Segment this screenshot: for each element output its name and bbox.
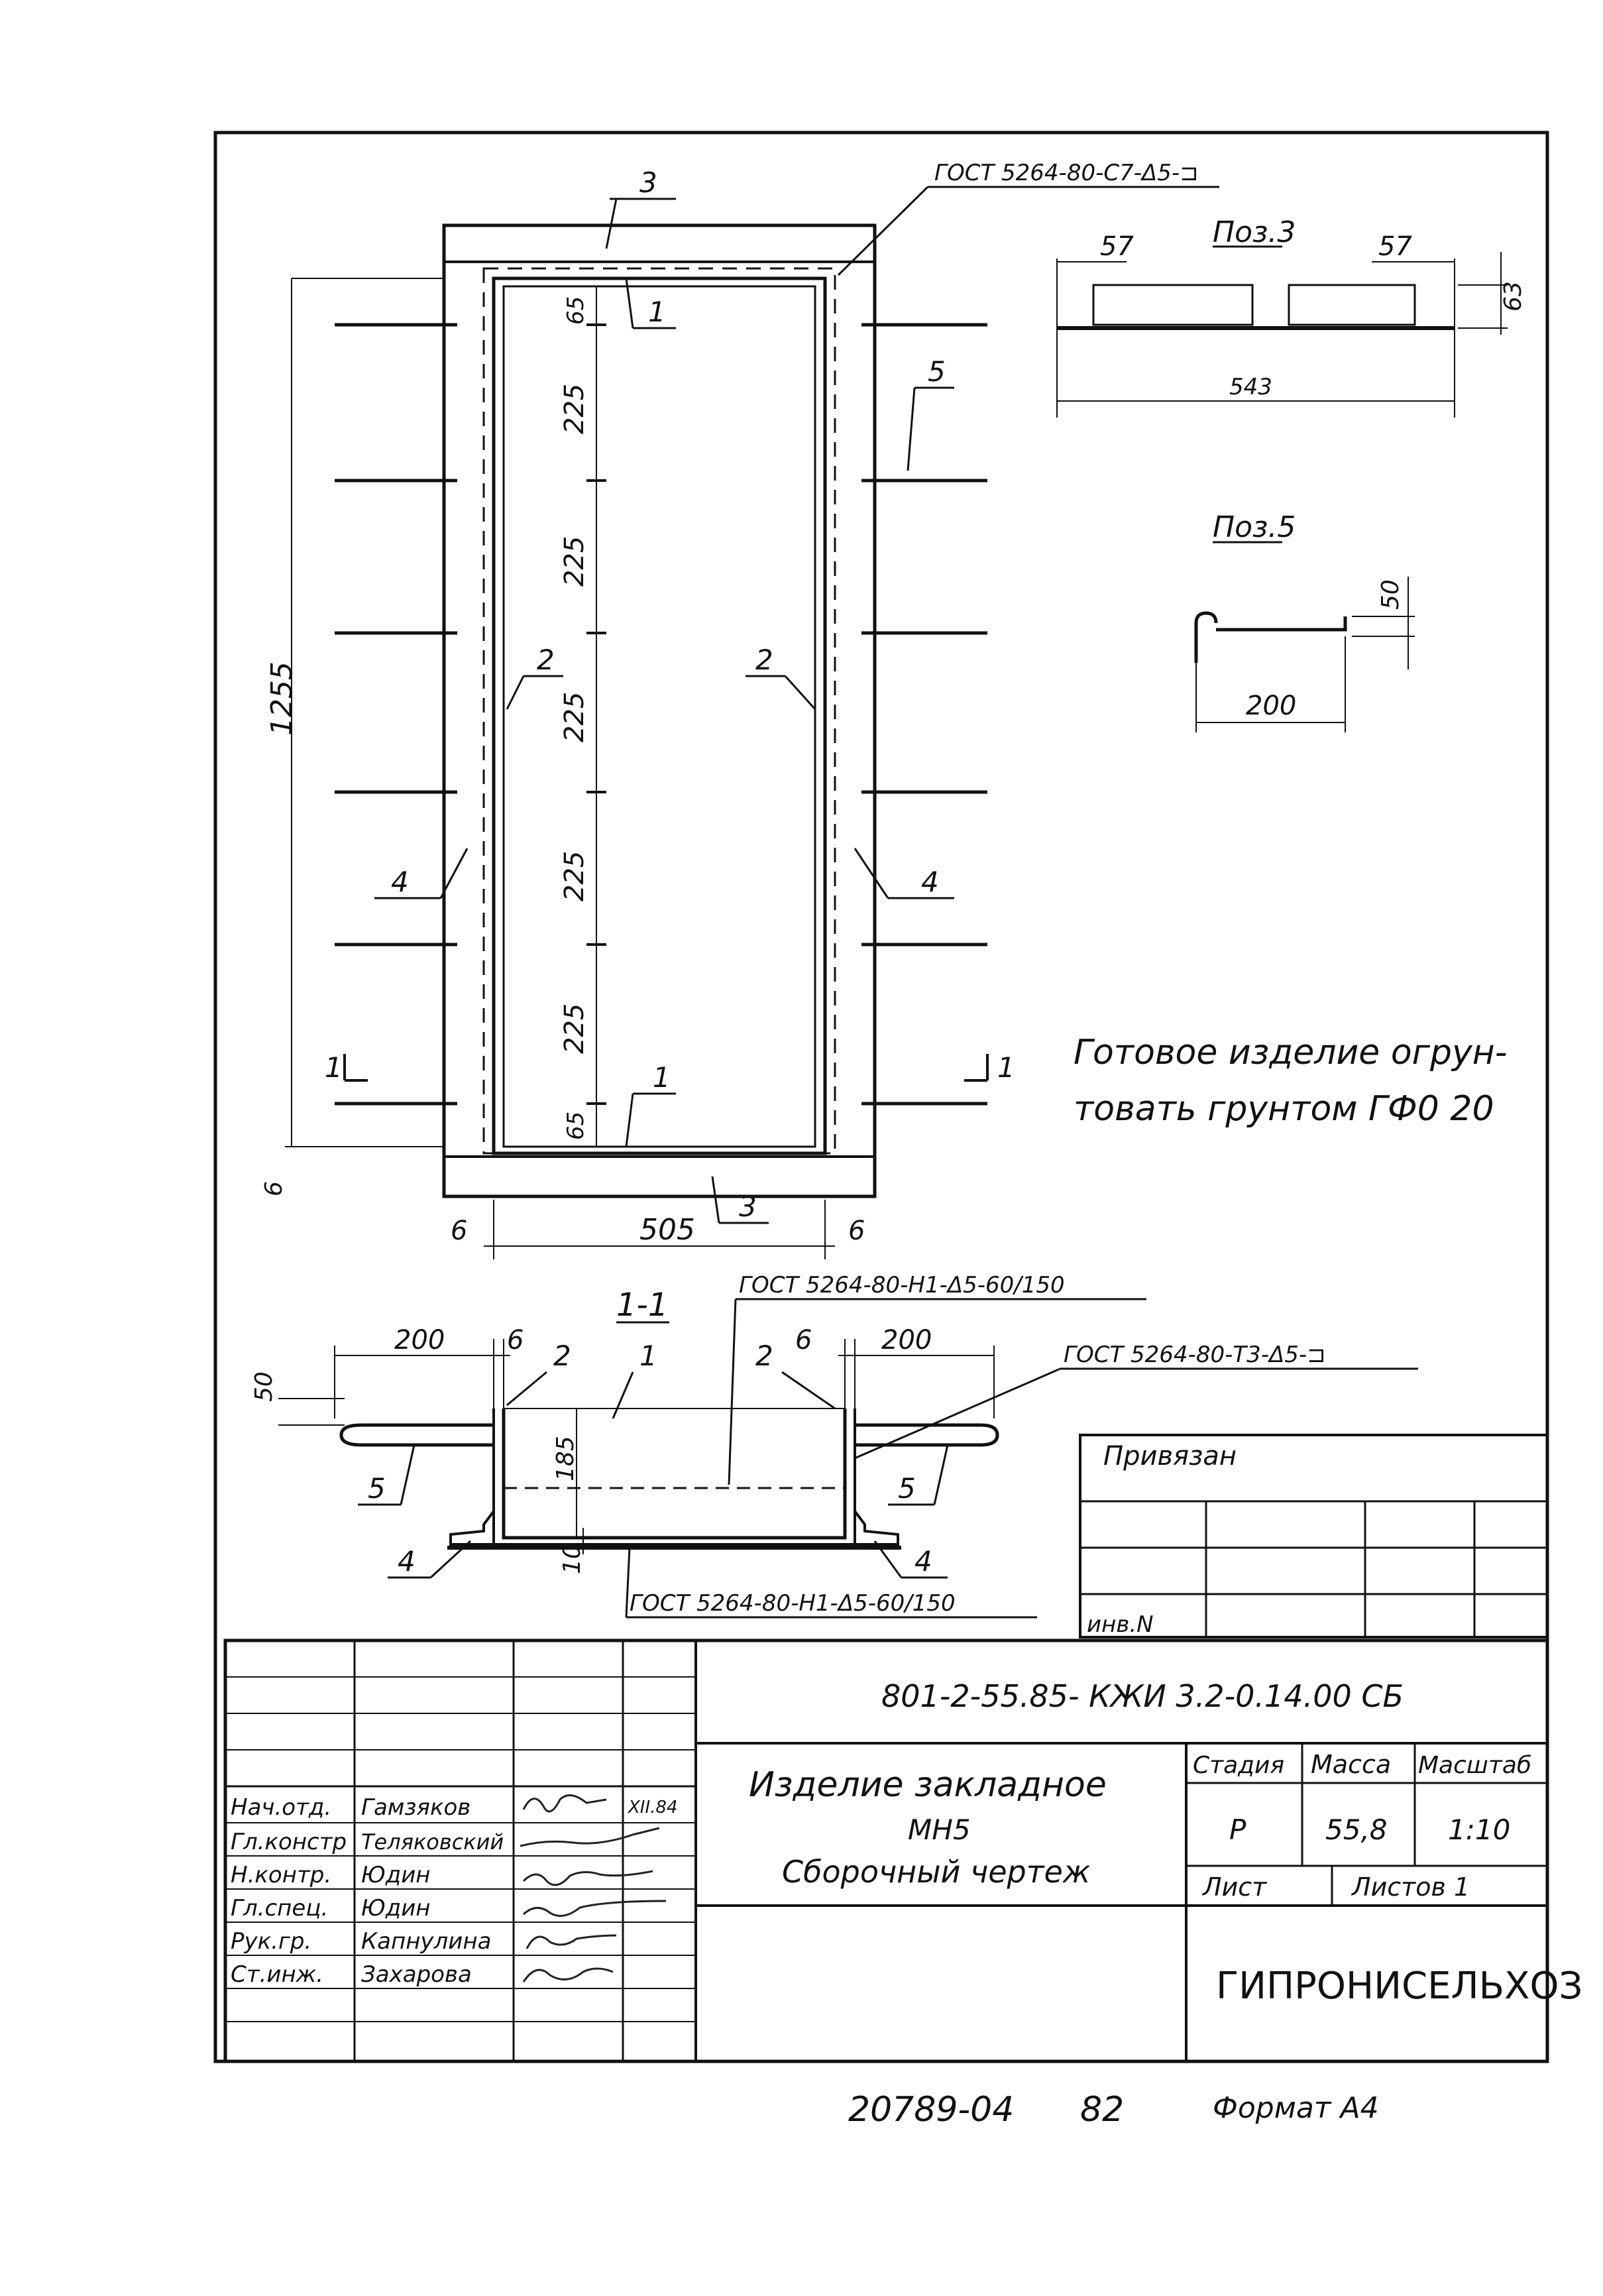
pos-3-top: 3	[639, 166, 657, 199]
weld-note-section-right: ГОСТ 5264-80-Т3-Δ5-⊐	[1064, 1342, 1326, 1368]
dim-gap-left: 6	[451, 1216, 467, 1246]
pos-4-right: 4	[921, 866, 939, 898]
inv-label: инв.N	[1087, 1611, 1154, 1638]
section-pos-4b: 4	[914, 1545, 932, 1578]
dim-span: 505	[639, 1213, 695, 1247]
dim-gap-bottom: 6	[260, 1181, 288, 1196]
anchor-bars	[335, 323, 987, 1106]
dim-bay-3: 225	[559, 692, 590, 742]
section-dim-right-6: 6	[795, 1325, 812, 1355]
dim-65-bottom: 65	[563, 1112, 589, 1140]
signer-name: Юдин	[361, 1862, 431, 1888]
pos-2-right: 2	[755, 644, 773, 676]
signer-name: Захарова	[361, 1961, 472, 1988]
mass-header: Масса	[1311, 1750, 1391, 1779]
section-dim-h10: 10	[559, 1544, 586, 1574]
signer-role: Ст.инж.	[231, 1961, 323, 1988]
footer-format: Формат А4	[1213, 2091, 1379, 2125]
weld-note-section-bottom: ГОСТ 5264-80-Н1-Δ5-60/150	[630, 1590, 956, 1617]
signer-name: Теляковский	[361, 1829, 504, 1855]
binding-label: Привязан	[1103, 1441, 1237, 1471]
signer-role: Гл.констр	[231, 1829, 347, 1855]
item-name-1: Изделие закладное	[749, 1765, 1107, 1805]
section-pos-2b: 2	[755, 1340, 773, 1372]
pos-1-top: 1	[648, 296, 666, 328]
weld-note-plan: ГОСТ 5264-80-С7-Δ5-⊐	[934, 160, 1199, 186]
plate-outline	[442, 223, 877, 1198]
signer-role: Нач.отд.	[231, 1794, 331, 1821]
pos-4-left: 4	[391, 866, 409, 898]
drawing-code: 801-2-55.85- КЖИ 3.2-0.14.00 СБ	[881, 1678, 1404, 1714]
section-mark-right: 1	[997, 1051, 1015, 1084]
section-dim-right-200: 200	[881, 1325, 932, 1355]
note-line-1: Готовое изделие огрун-	[1074, 1033, 1508, 1072]
section-dim-left-6: 6	[507, 1325, 524, 1355]
plan-view: 65 225 225 225 225 225 65 1255 6 6 505 6…	[260, 160, 1219, 1259]
pos-2-left: 2	[537, 644, 555, 676]
section-mark-left: 1	[325, 1051, 343, 1084]
scale-value: 1:10	[1448, 1813, 1510, 1846]
stage-value: Р	[1229, 1813, 1246, 1846]
note-line-2: товать грунтом ГФ0 20	[1074, 1089, 1494, 1129]
dim-total-height: 1255	[265, 661, 299, 736]
inner-frame	[492, 276, 827, 1155]
stage-header: Стадия	[1193, 1752, 1284, 1779]
dim-gap-right: 6	[848, 1216, 865, 1246]
section-dim-h50: 50	[250, 1371, 278, 1402]
approval-date: XII.84	[627, 1798, 678, 1817]
detail-pos3-d-right: 57	[1378, 231, 1412, 262]
dim-bay-5: 225	[559, 1004, 590, 1054]
title-block: 801-2-55.85- КЖИ 3.2-0.14.00 СБ Изделие …	[223, 1638, 1582, 2063]
detail-pos3-d-left: 57	[1100, 231, 1134, 262]
section-pos-1: 1	[639, 1340, 657, 1372]
item-name-3: Сборочный чертеж	[782, 1854, 1091, 1890]
hidden-outline	[482, 267, 836, 1155]
dim-65-top: 65	[563, 296, 589, 325]
section-dim-left-200: 200	[394, 1325, 445, 1355]
signer-rows: Нач.отд. Гамзяков Гл.констр Теляковский …	[231, 1794, 504, 1988]
section-pos-5a: 5	[368, 1472, 386, 1505]
mass-value: 55,8	[1325, 1813, 1388, 1846]
weld-note-section-top: ГОСТ 5264-80-Н1-Δ5-60/150	[739, 1272, 1065, 1298]
pos-3-bottom: 3	[739, 1190, 757, 1223]
org-name: ГИПРОНИСЕЛЬХОЗ	[1216, 1965, 1582, 2008]
signer-role: Н.контр.	[231, 1862, 331, 1888]
detail-pos5-title: Поз.5	[1213, 510, 1296, 544]
pos-5: 5	[928, 355, 946, 388]
signer-name: Капнулина	[361, 1928, 491, 1955]
detail-pos5-d-height: 50	[1377, 579, 1404, 610]
detail-pos3-title: Поз.3	[1213, 215, 1296, 249]
dim-bay-2: 225	[559, 536, 590, 587]
scale-header: Масштаб	[1418, 1752, 1531, 1779]
sheet-label: Лист	[1201, 1872, 1268, 1902]
signer-name: Гамзяков	[361, 1794, 470, 1821]
section-pos-2a: 2	[553, 1340, 571, 1372]
signer-role: Гл.спец.	[231, 1895, 328, 1922]
binding-table: Привязан инв.N	[1079, 1434, 1549, 1638]
inner-frame-2	[502, 285, 816, 1148]
signer-role: Рук.гр.	[231, 1928, 311, 1955]
dim-bay-1: 225	[559, 384, 590, 434]
dim-bay-4: 225	[559, 851, 590, 901]
section-1-1: 1-1 200 6 6 200 50 185 10 ГОСТ 52	[250, 1272, 1418, 1619]
detail-pos3: Поз.3 57 57 63 543	[1056, 215, 1527, 418]
section-dim-h185: 185	[552, 1436, 579, 1481]
footer-page: 82	[1080, 2090, 1124, 2130]
item-name-2: МН5	[908, 1813, 971, 1846]
section-pos-5b: 5	[898, 1472, 916, 1505]
pos-1-bottom: 1	[653, 1061, 671, 1094]
detail-pos3-d-height: 63	[1500, 281, 1527, 312]
sheets-label: Листов 1	[1351, 1872, 1470, 1902]
detail-pos5-d-length: 200	[1246, 691, 1296, 721]
handwritten-signatures	[520, 1794, 667, 1982]
detail-pos5: Поз.5 200 50	[1194, 510, 1415, 732]
section-title: 1-1	[616, 1287, 668, 1324]
section-pos-4a: 4	[398, 1545, 415, 1578]
signer-name: Юдин	[361, 1895, 431, 1922]
footer-number: 20789-04	[848, 2090, 1014, 2130]
detail-pos3-d-length: 543	[1229, 374, 1272, 400]
